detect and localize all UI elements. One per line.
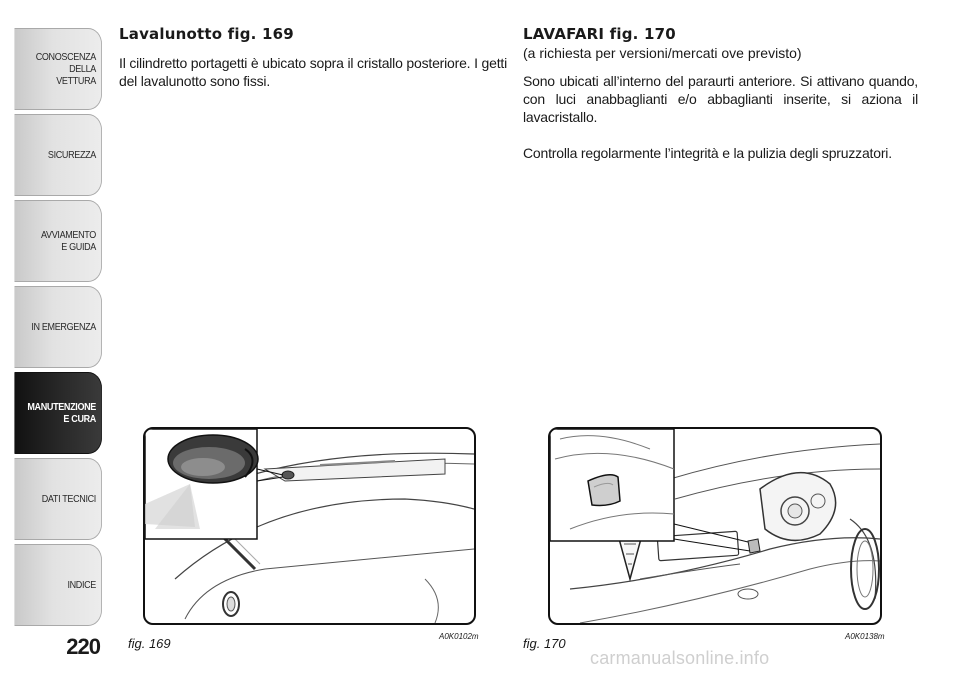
rear-washer-illustration [145, 429, 474, 623]
section-title: LAVAFARI fig. 170 [523, 25, 676, 43]
section-body-paragraph: Sono ubicati all’interno del paraurti an… [523, 73, 918, 125]
tab-in-emergenza[interactable]: IN EMERGENZA [14, 286, 102, 368]
section-lavafari: LAVAFARI fig. 170 (a richiesta per versi… [523, 24, 918, 162]
section-body: Il cilindretto portagetti è ubicato sopr… [119, 55, 507, 89]
figure-caption: fig. 169 [128, 636, 171, 651]
tab-dati-tecnici[interactable]: DATI TECNICI [14, 458, 102, 540]
figure-headlight-washer [548, 427, 882, 625]
tab-avviamento-e-guida[interactable]: AVVIAMENTO E GUIDA [14, 200, 102, 282]
section-title: Lavalunotto fig. 169 [119, 25, 294, 43]
figure-code: A0K0102m [439, 632, 479, 641]
tab-manutenzione-e-cura[interactable]: MANUTENZIONE E CURA [14, 372, 102, 454]
section-lavalunotto: Lavalunotto fig. 169 Il cilindretto port… [119, 24, 507, 90]
figure-rear-washer [143, 427, 476, 625]
watermark: carmanualsonline.info [590, 648, 770, 668]
tab-indice[interactable]: INDICE [14, 544, 102, 626]
headlight-washer-illustration [550, 429, 880, 623]
figure-code: A0K0138m [845, 632, 885, 641]
page-number: 220 [66, 634, 101, 659]
section-subtitle: (a richiesta per versioni/mercati ove pr… [523, 45, 802, 61]
figure-caption: fig. 170 [523, 636, 566, 651]
tab-conoscenza-della-vettura[interactable]: CONOSCENZA DELLA VETTURA [14, 28, 102, 110]
tab-sicurezza[interactable]: SICUREZZA [14, 114, 102, 196]
section-body-paragraph: Controlla regolarmente l’integrità e la … [523, 145, 892, 161]
